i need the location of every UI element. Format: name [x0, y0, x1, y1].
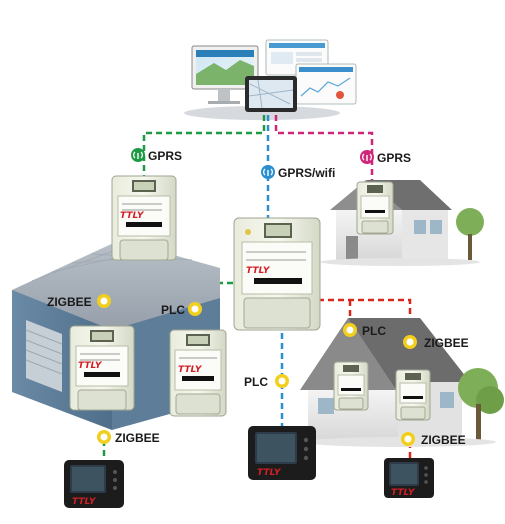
house-small: [320, 180, 484, 266]
coupler-plc-house: PLC: [343, 323, 386, 338]
meter-house-top: [356, 181, 394, 235]
zigbee-factory-display-label: ZIGBEE: [115, 431, 160, 445]
meter-brand-label: TTLY: [246, 266, 271, 276]
meter-main: TTLY: [233, 217, 321, 331]
antenna-icon: [131, 148, 145, 162]
plc-factory-label: PLC: [161, 303, 185, 317]
display-brand-label: TTLY: [72, 497, 97, 507]
display-right: TTLY: [384, 458, 434, 498]
gprs-wifi-label: GPRS/wifi: [278, 166, 335, 180]
gprs-left-group: GPRS: [131, 148, 182, 163]
gprs-right-group: GPRS: [360, 150, 411, 165]
antenna-icon: [261, 165, 275, 179]
display-brand-label: TTLY: [391, 488, 416, 498]
green-link-top: [142, 115, 266, 178]
zigbee-house-display-label: ZIGBEE: [421, 433, 466, 447]
coupler-ring-icon: [401, 432, 415, 446]
meter-house-left: [333, 361, 369, 411]
coupler-zigbee-factory: ZIGBEE: [47, 294, 111, 309]
meter-factory-right: TTLY: [169, 329, 227, 417]
gprs-left-label: GPRS: [148, 149, 182, 163]
meter-factory-top: TTLY: [111, 175, 177, 261]
display-left: TTLY: [64, 460, 124, 508]
meter-brand-label: TTLY: [120, 211, 145, 221]
coupler-plc-display: PLC: [244, 374, 289, 389]
coupler-zigbee-house: ZIGBEE: [403, 335, 469, 350]
display-brand-label: TTLY: [257, 468, 282, 478]
meter-factory-left: TTLY: [69, 325, 135, 411]
plc-house-label: PLC: [362, 324, 386, 338]
zigbee-house-label: ZIGBEE: [424, 336, 469, 350]
gprs-wifi-group: GPRS/wifi: [261, 165, 335, 180]
coupler-ring-icon: [97, 294, 111, 308]
zigbee-factory-label: ZIGBEE: [47, 295, 92, 309]
plc-display-label: PLC: [244, 375, 268, 389]
coupler-ring-icon: [343, 323, 357, 337]
gprs-right-label: GPRS: [377, 151, 411, 165]
display-center: TTLY: [248, 426, 316, 480]
coupler-plc-factory: PLC: [161, 302, 202, 317]
meter-house-right: [395, 369, 431, 421]
meter-brand-label: TTLY: [178, 365, 203, 375]
coupler-ring-icon: [403, 335, 417, 349]
coupler-zigbee-house-display: ZIGBEE: [401, 432, 466, 447]
magenta-link-top: [274, 115, 374, 180]
coupler-zigbee-factory-display: ZIGBEE: [97, 430, 160, 445]
server-monitors: [184, 39, 357, 120]
meter-brand-label: TTLY: [78, 361, 103, 371]
coupler-ring-icon: [188, 302, 202, 316]
coupler-ring-icon: [97, 430, 111, 444]
antenna-icon: [360, 150, 374, 164]
coupler-ring-icon: [275, 374, 289, 388]
